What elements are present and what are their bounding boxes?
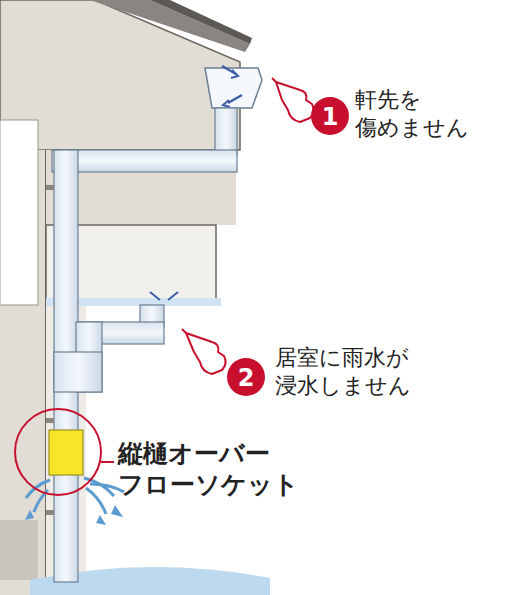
part-label: 縦樋オーバー フローソケット [118, 438, 358, 501]
callout-number: 2 [227, 364, 265, 392]
callout-number: 1 [311, 103, 349, 131]
callout-text: 居室に雨水が 浸水しません [275, 344, 475, 399]
callout-text: 軒先を 傷めません [355, 86, 505, 141]
